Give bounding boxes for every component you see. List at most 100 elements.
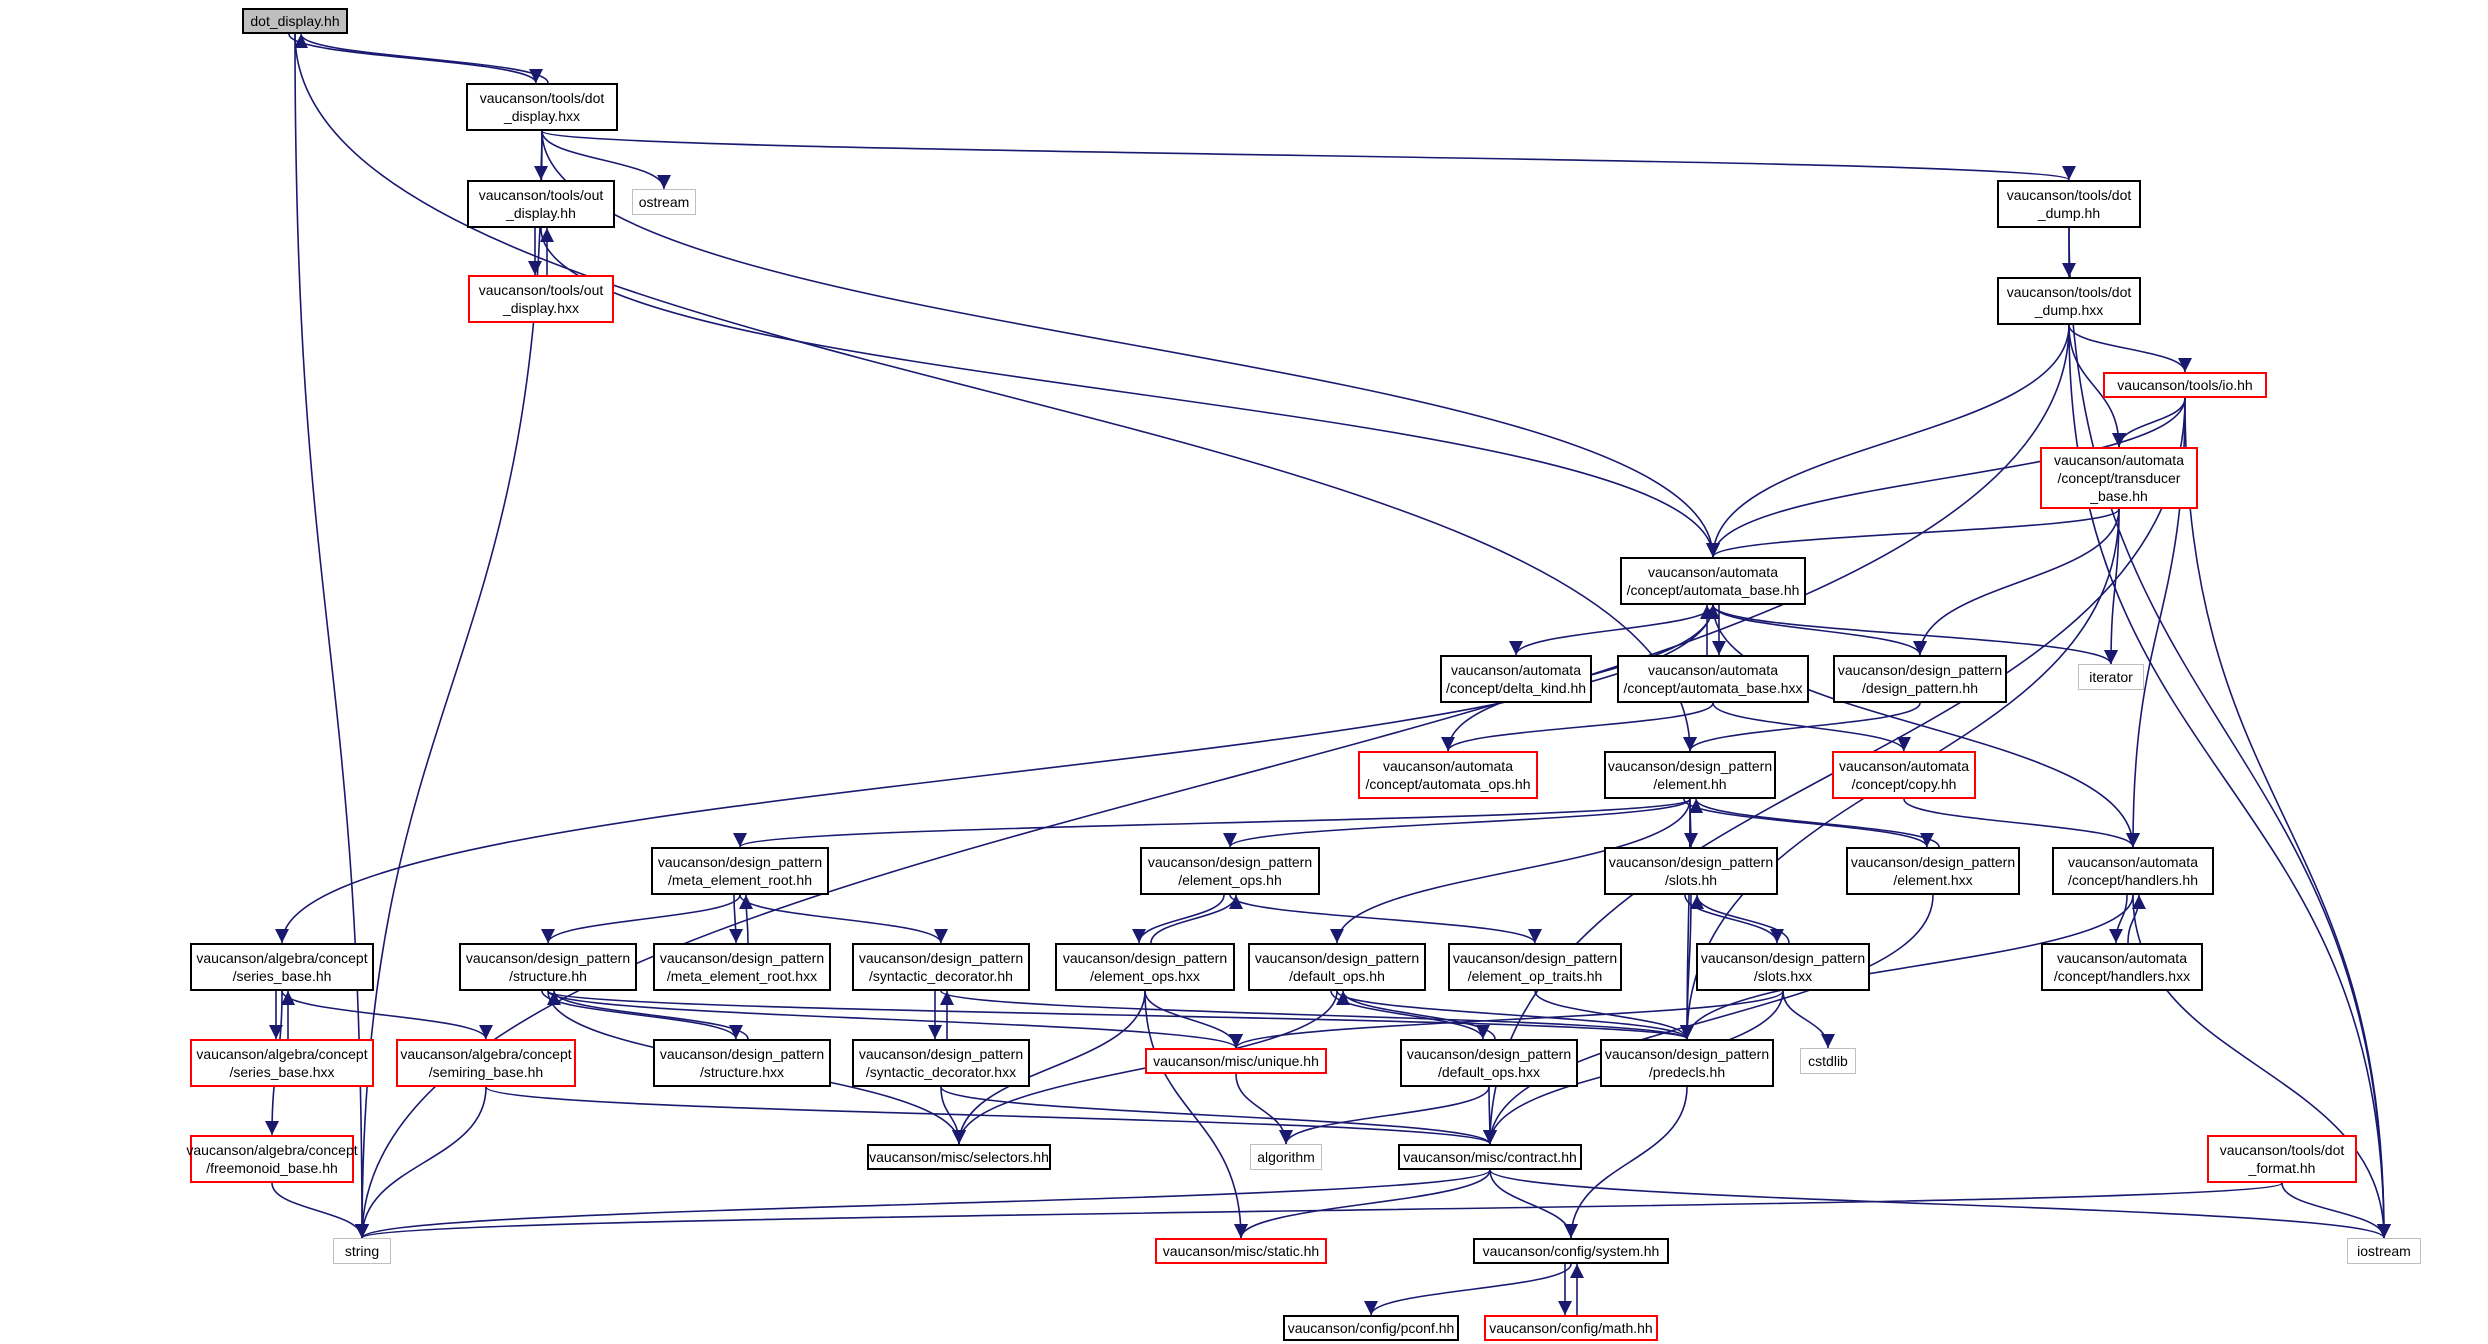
node-element-ops-hxx[interactable]: vaucanson/design_pattern /element_ops.hx… (1055, 943, 1235, 991)
node-structure-hxx[interactable]: vaucanson/design_pattern /structure.hxx (653, 1039, 831, 1087)
node-misc-unique-hh[interactable]: vaucanson/misc/unique.hh (1145, 1048, 1327, 1074)
edge-n32-n42 (485, 1086, 1497, 1145)
edge-n29-n35 (1229, 990, 1784, 1049)
edge-n1-n9 (541, 130, 1720, 558)
node-tools-dot-dump-hxx[interactable]: vaucanson/tools/dot _dump.hxx (1997, 277, 2141, 325)
edge-n19-n29 (1684, 894, 1784, 944)
edge-n12-n14 (1441, 702, 1714, 752)
node-tools-dot-format-hh[interactable]: vaucanson/tools/dot _format.hh (2207, 1135, 2357, 1183)
node-meta-element-root-hh[interactable]: vaucanson/design_pattern /meta_element_r… (651, 847, 829, 895)
node-ostream[interactable]: ostream (632, 189, 696, 215)
edge-n33-n23 (547, 990, 749, 1040)
edge-n6-n9 (1706, 324, 2070, 558)
edge-n42-n45 (1234, 1169, 1491, 1239)
node-element-op-traits-hh[interactable]: vaucanson/design_pattern /element_op_tra… (1448, 943, 1622, 991)
node-iterator[interactable]: iterator (2078, 664, 2144, 690)
edge-n1-n44 (355, 130, 543, 1239)
node-tools-out-display-hxx[interactable]: vaucanson/tools/out _display.hxx (468, 275, 614, 323)
node-series-base-hh[interactable]: vaucanson/algebra/concept /series_base.h… (190, 943, 374, 991)
edge-n29-n19 (1690, 894, 1790, 944)
node-syntactic-decorator-hh[interactable]: vaucanson/design_pattern /syntactic_deco… (852, 943, 1030, 991)
edge-n15-n18 (1223, 798, 1691, 848)
node-slots-hh[interactable]: vaucanson/design_pattern /slots.hh (1604, 847, 1778, 895)
node-dot-display-hh[interactable]: dot_display.hh (242, 8, 348, 34)
edge-n21-n30 (2109, 894, 2128, 944)
node-misc-static-hh[interactable]: vaucanson/misc/static.hh (1155, 1238, 1327, 1264)
node-tools-dot-dump-hh[interactable]: vaucanson/tools/dot _dump.hh (1997, 180, 2141, 228)
node-slots-hxx[interactable]: vaucanson/design_pattern /slots.hxx (1696, 943, 1870, 991)
edge-n19-n37 (1680, 894, 1695, 1040)
edge-n29-n38 (1782, 990, 1835, 1049)
node-element-hh[interactable]: vaucanson/design_pattern /element.hh (1604, 751, 1776, 799)
node-misc-contract-hh[interactable]: vaucanson/misc/contract.hh (1398, 1144, 1582, 1170)
node-string[interactable]: string (333, 1238, 391, 1264)
node-element-ops-hh[interactable]: vaucanson/design_pattern /element_ops.hh (1140, 847, 1320, 895)
node-handlers-hxx[interactable]: vaucanson/automata /concept/handlers.hxx (2041, 943, 2203, 991)
node-tools-dot-display-hxx[interactable]: vaucanson/tools/dot _display.hxx (466, 83, 618, 131)
edge-n17-n25 (739, 894, 948, 944)
edge-n26-n35 (1144, 990, 1243, 1049)
node-tools-io-hh[interactable]: vaucanson/tools/io.hh (2103, 372, 2267, 398)
node-design-pattern-hh[interactable]: vaucanson/design_pattern /design_pattern… (1833, 655, 2007, 703)
edge-n18-n28 (1229, 894, 1542, 944)
edge-n43-n47 (2281, 1182, 2391, 1239)
node-structure-hh[interactable]: vaucanson/design_pattern /structure.hh (459, 943, 637, 991)
edge-n9-n11 (1509, 604, 1714, 656)
edge-n6-n44 (355, 324, 2070, 1239)
edge-n24-n17 (739, 894, 754, 944)
node-semiring-base-hh[interactable]: vaucanson/algebra/concept /semiring_base… (396, 1039, 576, 1087)
edge-n42-n44 (355, 1169, 1491, 1239)
edge-n0-n44 (294, 33, 369, 1239)
node-automata-base-hxx[interactable]: vaucanson/automata /concept/automata_bas… (1617, 655, 1809, 703)
node-config-pconf-hh[interactable]: vaucanson/config/pconf.hh (1283, 1315, 1459, 1341)
edge-n34-n40 (940, 1086, 966, 1145)
edge-n42-n47 (1489, 1169, 2391, 1239)
edge-n0-n15 (294, 33, 1697, 752)
node-automata-base-hh[interactable]: vaucanson/automata /concept/automata_bas… (1620, 557, 1806, 605)
edge-n8-n13 (1913, 508, 2120, 656)
edge-n26-n18 (1150, 894, 1243, 944)
edge-n17-n24 (728, 894, 743, 944)
edge-n0-n1 (288, 33, 543, 84)
node-transducer-base-hh[interactable]: vaucanson/automata /concept/transducer _… (2040, 447, 2198, 509)
node-automata-ops-hh[interactable]: vaucanson/automata /concept/automata_ops… (1358, 751, 1538, 799)
edge-n27-n37 (1336, 990, 1694, 1040)
node-tools-out-display-hh[interactable]: vaucanson/tools/out _display.hh (467, 180, 615, 228)
edge-n22-n32 (281, 990, 493, 1040)
edge-n2-n9 (540, 227, 1720, 558)
node-handlers-hh[interactable]: vaucanson/automata /concept/handlers.hh (2052, 847, 2214, 895)
edge-n16-n21 (1903, 798, 2140, 848)
node-meta-element-root-hxx[interactable]: vaucanson/design_pattern /meta_element_r… (653, 943, 831, 991)
node-default-ops-hh[interactable]: vaucanson/design_pattern /default_ops.hh (1248, 943, 1426, 991)
node-predecls-hh[interactable]: vaucanson/design_pattern /predecls.hh (1600, 1039, 1774, 1087)
edge-n36-n42 (1482, 1086, 1497, 1145)
edge-n9-n10 (1712, 604, 2118, 665)
node-series-base-hxx[interactable]: vaucanson/algebra/concept /series_base.h… (190, 1039, 374, 1087)
edge-n26-n40 (952, 990, 1146, 1145)
node-copy-hh[interactable]: vaucanson/automata /concept/copy.hh (1832, 751, 1976, 799)
node-freemonoid-base-hh[interactable]: vaucanson/algebra/concept /freemonoid_ba… (186, 1135, 358, 1183)
edge-n7-n9 (1706, 397, 2186, 558)
edge-n28-n37 (1534, 990, 1694, 1040)
edge-n6-n8 (2068, 324, 2126, 448)
node-misc-selectors-hh[interactable]: vaucanson/misc/selectors.hh (867, 1144, 1051, 1170)
edge-n30-n21 (2127, 894, 2146, 944)
node-element-hxx[interactable]: vaucanson/design_pattern /element.hxx (1846, 847, 2020, 895)
node-iostream[interactable]: iostream (2347, 1238, 2421, 1264)
edge-n9-n13 (1712, 604, 1927, 656)
edge-n20-n42 (1483, 894, 1934, 1145)
node-algorithm[interactable]: algorithm (1250, 1144, 1322, 1170)
edge-n7-n47 (2184, 397, 2391, 1239)
node-config-system-hh[interactable]: vaucanson/config/system.hh (1473, 1238, 1669, 1264)
edge-n39-n44 (271, 1182, 369, 1239)
node-cstdlib[interactable]: cstdlib (1800, 1048, 1856, 1074)
edge-n35-n41 (1235, 1073, 1293, 1145)
node-delta-kind-hh[interactable]: vaucanson/automata /concept/delta_kind.h… (1440, 655, 1592, 703)
edge-n23-n35 (547, 990, 1243, 1049)
edge-n43-n44 (355, 1182, 2283, 1239)
node-config-math-hh[interactable]: vaucanson/config/math.hh (1484, 1315, 1658, 1341)
node-syntactic-decorator-hxx[interactable]: vaucanson/design_pattern /syntactic_deco… (852, 1039, 1030, 1087)
edge-n20-n15 (1689, 798, 1940, 848)
node-default-ops-hxx[interactable]: vaucanson/design_pattern /default_ops.hx… (1400, 1039, 1578, 1087)
